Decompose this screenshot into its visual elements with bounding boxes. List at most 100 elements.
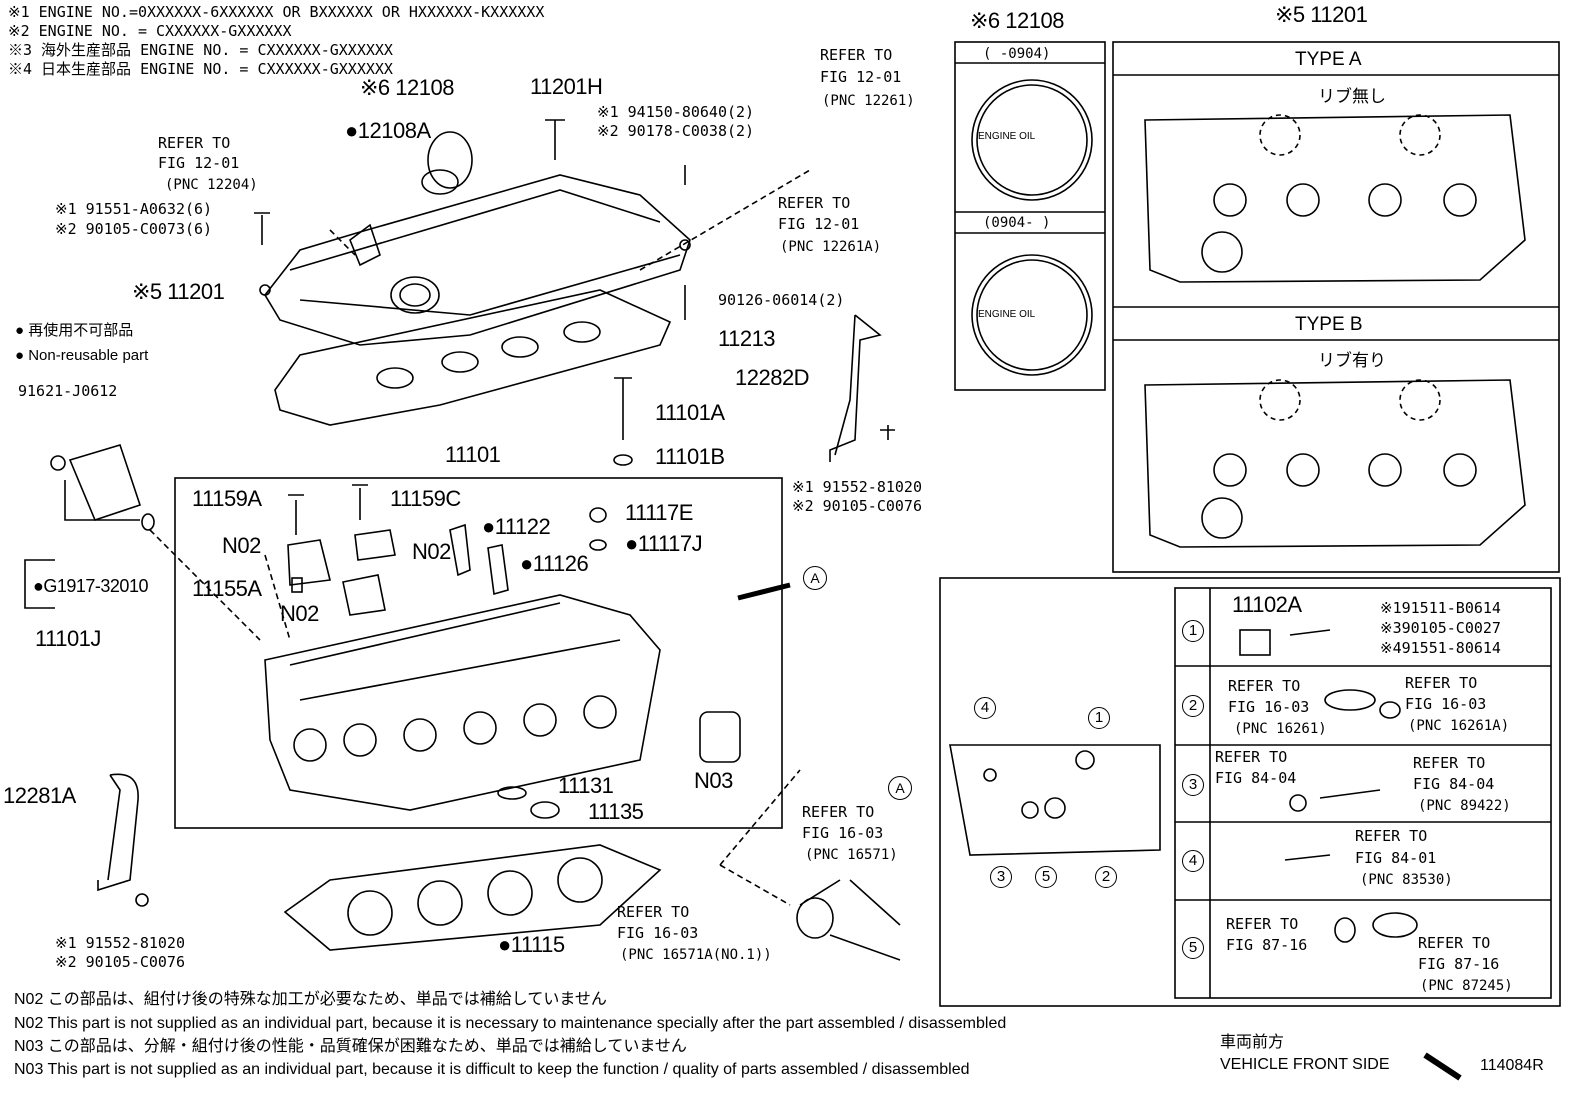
row3-left-1[interactable]: REFER TO [1215, 748, 1288, 766]
ref-16571-line2[interactable]: FIG 16-03 [802, 824, 884, 842]
part-11115-label[interactable]: ●11115 [498, 932, 565, 957]
cylinder-head-drawing [264, 594, 741, 811]
row3-number: 3 [1182, 774, 1204, 796]
callout-4[interactable]: 4 [974, 697, 996, 719]
part-90105-c0073-label[interactable]: ※2 90105-C0073(6) [55, 220, 213, 238]
part-91552-right-label[interactable]: ※1 91552-81020 [792, 478, 922, 496]
part-G1917-label[interactable]: ●G1917-32010 [33, 576, 148, 596]
n02-label-3[interactable]: N02 [280, 601, 319, 626]
part-11135-label[interactable]: 11135 [588, 799, 644, 824]
ref-12204-line1[interactable]: REFER TO [158, 134, 231, 152]
engine-note-1: ※1 ENGINE NO.=0XXXXXX-6XXXXXX OR BXXXXXX… [8, 3, 545, 21]
part-11101-label[interactable]: 11101 [445, 442, 501, 467]
row5-left-2[interactable]: FIG 87-16 [1226, 936, 1308, 954]
ref-12261-line2[interactable]: FIG 12-01 [820, 68, 902, 86]
row5-right-2[interactable]: FIG 87-16 [1418, 955, 1500, 973]
n03-label[interactable]: N03 [694, 768, 733, 793]
ref-12261A-line2[interactable]: FIG 12-01 [778, 215, 860, 233]
valve-cover-drawing [259, 174, 691, 346]
row1-spec-3[interactable]: ※491551-80614 [1380, 639, 1501, 657]
row1-spec-1[interactable]: ※191511-B0614 [1380, 599, 1501, 617]
callout-5[interactable]: 5 [1035, 866, 1057, 888]
ref-16571A-line3[interactable]: (PNC 16571A(NO.1)) [620, 947, 772, 963]
row2-right-2[interactable]: FIG 16-03 [1405, 695, 1487, 713]
part-11131-label[interactable]: 11131 [558, 773, 614, 798]
ref-12261A-line3[interactable]: (PNC 12261A) [780, 239, 882, 255]
part-11101J-label[interactable]: 11101J [35, 626, 101, 651]
row5-left-1[interactable]: REFER TO [1226, 915, 1299, 933]
row3-left-2[interactable]: FIG 84-04 [1215, 769, 1297, 787]
n02-label-1[interactable]: N02 [222, 533, 261, 558]
part-90105-c0076-left-label[interactable]: ※2 90105-C0076 [55, 953, 185, 971]
part-11213-label[interactable]: 11213 [718, 326, 776, 351]
ref-12261A-line1[interactable]: REFER TO [778, 194, 851, 212]
part-11101B-label[interactable]: 11101B [655, 444, 725, 469]
cap-range-until-0904: ( -0904) [983, 46, 1051, 62]
part-11101A-label[interactable]: 11101A [655, 400, 725, 425]
part-94150-label[interactable]: ※1 94150-80640(2) [597, 103, 755, 121]
row3-right-2[interactable]: FIG 84-04 [1413, 775, 1495, 793]
n02-label-2[interactable]: N02 [412, 539, 451, 564]
ref-12261-line1[interactable]: REFER TO [820, 46, 893, 64]
detail-view-a-marker[interactable]: A [888, 776, 912, 800]
ref-12204-line2[interactable]: FIG 12-01 [158, 154, 240, 172]
row2-left-1[interactable]: REFER TO [1228, 677, 1301, 695]
callout-1[interactable]: 1 [1088, 707, 1110, 729]
ref-12204-line3[interactable]: (PNC 12204) [165, 177, 258, 193]
footer-n02-jp: N02 この部品は、組付け後の特殊な加工が必要なため、単品では補給していません [14, 991, 607, 1008]
row5-right-3[interactable]: (PNC 87245) [1420, 978, 1513, 994]
legend-nonreusable-jp: ● 再使用不可部品 [15, 322, 134, 339]
callout-2[interactable]: 2 [1095, 866, 1117, 888]
part-11159C-label[interactable]: 11159C [390, 486, 461, 511]
part-11117E-label[interactable]: 11117E [625, 500, 693, 525]
callout-3[interactable]: 3 [990, 866, 1012, 888]
part-12108A-label[interactable]: ●12108A [345, 118, 431, 143]
ref-16571-line3[interactable]: (PNC 16571) [805, 847, 898, 863]
row4-right-2[interactable]: FIG 84-01 [1355, 849, 1437, 867]
part-11117J-label[interactable]: ●11117J [625, 531, 703, 556]
part-12108-label[interactable]: ※6 12108 [360, 75, 454, 100]
cover-panel-title: ※5 11201 [1275, 2, 1368, 27]
ref-16571A-line2[interactable]: FIG 16-03 [617, 924, 699, 942]
part-12282D-label[interactable]: 12282D [735, 365, 810, 390]
part-11155A-label[interactable]: 11155A [192, 576, 262, 601]
row2-right-3[interactable]: (PNC 16261A) [1408, 718, 1510, 734]
row2-left-3[interactable]: (PNC 16261) [1234, 721, 1327, 737]
gasket-drawing [274, 289, 672, 426]
ref-12261-line3[interactable]: (PNC 12261) [822, 93, 915, 109]
part-91621-label[interactable]: 91621-J0612 [18, 382, 118, 400]
footer-n03-en: N03 This part is not supplied as an indi… [14, 1061, 970, 1078]
part-11102A-label[interactable]: 11102A [1232, 592, 1302, 617]
ref-16571A-line1[interactable]: REFER TO [617, 903, 690, 921]
cap-label-type1: ENGINE OIL [978, 131, 1036, 142]
row1-spec-2[interactable]: ※390105-C0027 [1380, 619, 1501, 637]
part-90105-c0076-right-label[interactable]: ※2 90105-C0076 [792, 497, 922, 515]
type-a-note: リブ無し [1318, 87, 1386, 106]
part-11201-label[interactable]: ※5 11201 [132, 279, 225, 304]
row1-number: 1 [1182, 620, 1204, 642]
footer-n02-en: N02 This part is not supplied as an indi… [14, 1015, 1007, 1032]
row3-right-1[interactable]: REFER TO [1413, 754, 1486, 772]
row2-left-2[interactable]: FIG 16-03 [1228, 698, 1310, 716]
engine-note-3: ※3 海外生産部品 ENGINE NO. = CXXXXXX-GXXXXXX [8, 41, 393, 59]
part-11201H-label[interactable]: 11201H [530, 74, 603, 99]
view-a-marker[interactable]: A [803, 566, 827, 590]
part-11122-label[interactable]: ●11122 [482, 514, 551, 539]
part-11126-label[interactable]: ●11126 [520, 551, 589, 576]
part-11159A-label[interactable]: 11159A [192, 486, 262, 511]
part-90178-label[interactable]: ※2 90178-C0038(2) [597, 122, 755, 140]
cap-panel-title: ※6 12108 [970, 8, 1064, 33]
row4-number: 4 [1182, 850, 1204, 872]
row4-right-1[interactable]: REFER TO [1355, 827, 1428, 845]
part-90126-label[interactable]: 90126-06014(2) [718, 291, 845, 309]
part-12281A-label[interactable]: 12281A [3, 783, 76, 808]
cap-range-from-0904: (0904- ) [983, 215, 1051, 231]
row3-right-3[interactable]: (PNC 89422) [1418, 798, 1511, 814]
ref-16571-line1[interactable]: REFER TO [802, 803, 875, 821]
part-91551-label[interactable]: ※1 91551-A0632(6) [55, 200, 213, 218]
row4-right-3[interactable]: (PNC 83530) [1360, 872, 1453, 888]
part-91552-left-label[interactable]: ※1 91552-81020 [55, 934, 185, 952]
row2-right-1[interactable]: REFER TO [1405, 674, 1478, 692]
row5-right-1[interactable]: REFER TO [1418, 934, 1491, 952]
